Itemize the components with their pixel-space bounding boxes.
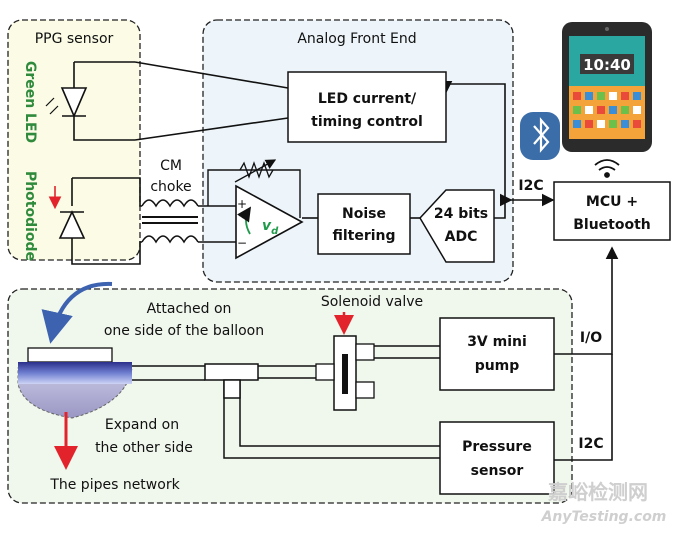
solenoid-valve-label: Solenoid valve	[321, 294, 423, 310]
mcu-line2: Bluetooth	[573, 217, 651, 233]
photodiode-label: Photodiode	[22, 171, 38, 261]
pipes-network-label: The pipes network	[49, 477, 180, 493]
attached-label-line2: one side of the balloon	[104, 323, 264, 339]
mini-pump-line1: 3V mini	[467, 334, 527, 350]
led-timing-control-box	[287, 71, 447, 143]
noise-filtering-line1: Noise	[342, 206, 386, 222]
cm-choke-label-line2: choke	[150, 179, 191, 195]
mcu-connection-lines	[554, 246, 619, 461]
expand-label-line1: Expand on	[105, 417, 179, 433]
photodiode-symbol-icon	[58, 177, 135, 265]
watermark-cn: 嘉峪检测网	[547, 480, 648, 504]
solenoid-valve-symbol	[315, 335, 375, 411]
vd-label: vd	[262, 218, 279, 237]
pressure-sensor-line1: Pressure	[462, 439, 532, 455]
bluetooth-icon	[520, 112, 560, 160]
adc-box	[419, 189, 495, 263]
ppg-sensor-title: PPG sensor	[35, 31, 114, 47]
attached-label-line1: Attached on	[147, 301, 232, 317]
pressure-sensor-box	[439, 421, 555, 495]
attach-curved-arrow	[41, 281, 113, 344]
mcu-line1: MCU +	[586, 194, 638, 210]
cm-choke-label-line1: CM	[160, 158, 182, 174]
io-label: I/O	[580, 330, 602, 346]
analog-front-end-title: Analog Front End	[297, 31, 416, 47]
op-amp-minus: −	[237, 236, 247, 250]
green-led-label: Green LED	[22, 61, 38, 143]
mcu-bluetooth-box	[553, 181, 671, 241]
op-amp-plus: +	[237, 197, 247, 211]
led-timing-control-line1: LED current/	[318, 91, 417, 107]
pipe-stem	[223, 379, 241, 399]
balloon-icon	[17, 347, 133, 419]
i2c-top-label: I2C	[518, 178, 543, 194]
cm-choke-icon	[141, 199, 199, 244]
mini-pump-line2: pump	[475, 358, 520, 374]
pneumatic-system-group	[7, 288, 573, 504]
led-timing-control-line2: timing control	[311, 114, 423, 130]
mini-pump-box	[439, 317, 555, 391]
pressure-sensor-line2: sensor	[471, 463, 524, 479]
afe-wires	[134, 61, 506, 265]
adc-line1: 24 bits	[434, 206, 488, 222]
phone-time: 10:40	[583, 56, 631, 74]
watermark-en: AnyTesting.com	[541, 509, 667, 525]
i2c-bottom-label: I2C	[578, 436, 603, 452]
led-symbol-icon	[45, 61, 135, 141]
pipe-t-junction	[204, 363, 259, 381]
noise-filtering-line2: filtering	[332, 228, 395, 244]
expand-label-line2: the other side	[95, 440, 193, 456]
smartphone-icon	[562, 22, 652, 152]
noise-filtering-box	[317, 193, 411, 255]
wireless-signal-icon	[594, 159, 620, 178]
adc-line2: ADC	[445, 229, 478, 245]
op-amp-symbol	[207, 159, 304, 260]
